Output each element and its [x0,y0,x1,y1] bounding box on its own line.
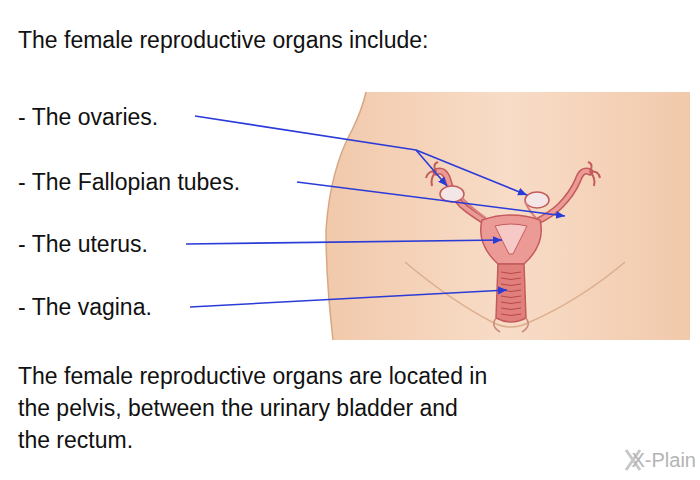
vaginal-fold [501,302,521,304]
vaginal-fold [501,308,521,310]
leader-line [186,240,502,244]
vaginal-fold [501,272,521,274]
leader-line [195,116,416,150]
title: The female reproductive organs include: [18,24,428,56]
leader-line [297,182,565,216]
torso [326,92,690,340]
vaginal-fold [501,284,521,286]
leader-line [416,150,447,186]
fallopian-tube [436,171,486,222]
groin-crease [530,262,625,322]
vaginal-fold [501,314,521,316]
leader-line [190,290,507,307]
part-label: - The ovaries. [18,101,158,133]
uterine-cavity [495,224,527,254]
labia [494,318,529,332]
vagina [496,264,526,322]
fallopian-tube [436,171,486,222]
vaginal-fold [501,278,521,280]
vaginal-folds [501,272,521,316]
part-label: - The vagina. [18,291,152,323]
part-label: - The Fallopian tubes. [18,166,240,198]
caption: The female reproductive organs are locat… [18,360,488,456]
leader-line [416,150,527,195]
ovary [525,192,549,208]
ovary [440,186,464,202]
body-contour [326,92,366,340]
watermark: X-Plain [632,446,696,474]
vaginal-fold [501,296,521,298]
part-label: - The uterus. [18,228,148,260]
fimbriae [588,162,600,186]
leader-lines [186,116,565,307]
